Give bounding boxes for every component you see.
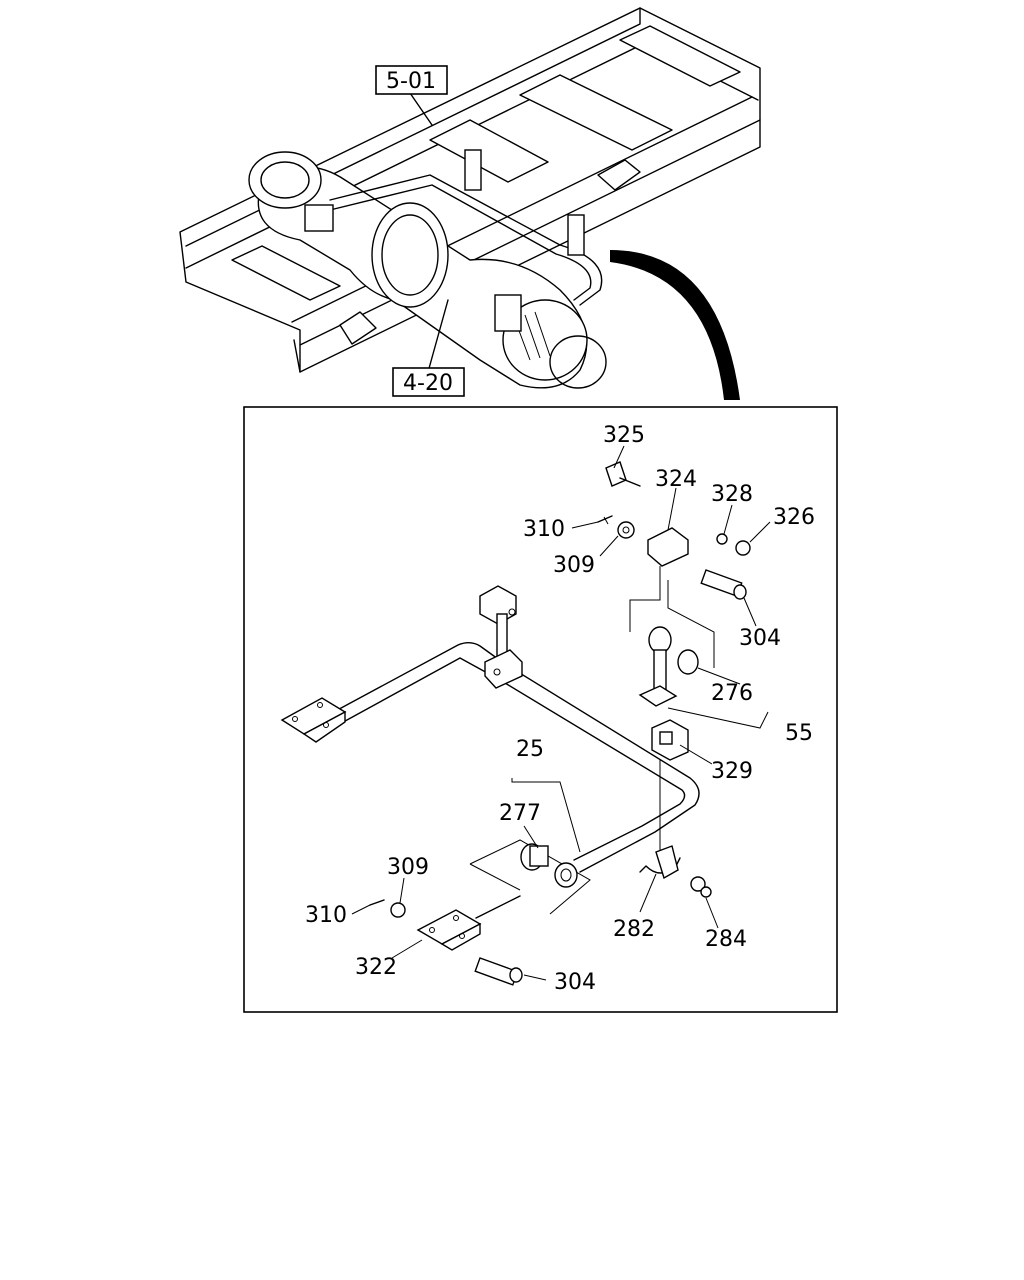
callout-309-lower[interactable]: 309 (387, 855, 429, 880)
callout-328[interactable]: 328 (711, 482, 753, 507)
callout-304-lower[interactable]: 304 (554, 970, 596, 995)
callout-304-upper[interactable]: 304 (739, 626, 781, 651)
callout-322[interactable]: 322 (355, 955, 397, 980)
callout-310-lower[interactable]: 310 (305, 903, 347, 928)
chassis-overview (179, 7, 761, 400)
callout-324[interactable]: 324 (655, 467, 697, 492)
ref-box-axle[interactable]: 4-20 (392, 367, 465, 397)
callout-284[interactable]: 284 (705, 927, 747, 952)
callout-310-upper[interactable]: 310 (523, 517, 565, 542)
detail-frame (243, 406, 838, 1013)
callout-282[interactable]: 282 (613, 917, 655, 942)
callout-326[interactable]: 326 (773, 505, 815, 530)
detail-parts (280, 461, 751, 986)
callout-277[interactable]: 277 (499, 801, 541, 826)
callout-276[interactable]: 276 (711, 681, 753, 706)
callout-labels: 325 324 328 326 310 309 304 276 55 329 2… (305, 423, 815, 995)
ref-label-frame: 5-01 (386, 69, 436, 94)
ref-label-axle: 4-20 (403, 371, 453, 396)
callout-55[interactable]: 55 (785, 721, 813, 746)
leader-lines (351, 445, 771, 981)
ref-box-frame[interactable]: 5-01 (375, 65, 448, 95)
callout-309-upper[interactable]: 309 (553, 553, 595, 578)
callout-25[interactable]: 25 (516, 737, 544, 762)
callout-329[interactable]: 329 (711, 759, 753, 784)
callout-325[interactable]: 325 (603, 423, 645, 448)
